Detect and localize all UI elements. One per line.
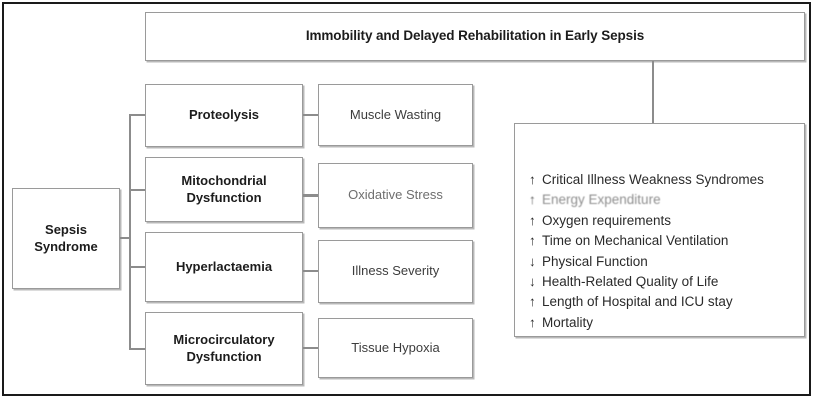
outcome-item: ↑ Mortality: [529, 313, 804, 333]
outcome-label: Physical Function: [542, 253, 648, 269]
arrow-up-icon: ↑: [529, 314, 536, 330]
connector-bracket-arm-3: [129, 266, 146, 268]
arrow-up-icon: ↑: [529, 192, 536, 208]
outcome-label: Mortality: [542, 314, 594, 330]
outcome-item: ↑ Length of Hospital and ICU stay: [529, 292, 804, 312]
consequence-box-oxidative-stress: Oxidative Stress: [318, 163, 473, 228]
connector-mechanism-4-to-consequence-4: [303, 347, 319, 349]
mechanism-box-microcirculatory-dysfunction: Microcirculatory Dysfunction: [145, 312, 303, 385]
connector-mechanism-2-to-consequence-2: [303, 194, 319, 197]
mechanism-label: Microcirculatory Dysfunction: [173, 332, 275, 364]
consequence-label: Oxidative Stress: [348, 187, 443, 203]
figure-title-text: Immobility and Delayed Rehabilitation in…: [305, 28, 645, 44]
connector-sepsis-stub: [120, 237, 130, 239]
mechanism-box-hyperlactaemia: Hyperlactaemia: [145, 232, 303, 302]
connector-bracket-arm-1: [129, 114, 146, 116]
consequence-box-tissue-hypoxia: Tissue Hypoxia: [318, 318, 473, 378]
outcome-label: Length of Hospital and ICU stay: [542, 294, 733, 310]
outcome-label: Oxygen requirements: [542, 212, 672, 228]
outcome-item: ↑ Time on Mechanical Ventilation: [529, 231, 804, 251]
outcomes-list: ↑ Critical Illness Weakness Syndromes ↑ Ene…: [515, 124, 804, 333]
outcome-label: Health-Related Quality of Life: [542, 274, 719, 290]
connector-bracket-arm-4: [129, 348, 146, 350]
connector-bracket-spine: [129, 114, 131, 349]
mechanism-label: Mitochondrial Dysfunction: [181, 173, 267, 205]
arrow-down-icon: ↓: [529, 253, 536, 269]
outcome-item: ↓ Health-Related Quality of Life: [529, 272, 804, 292]
outcome-item: ↑ Oxygen requirements: [529, 211, 804, 231]
arrow-up-icon: ↑: [529, 233, 536, 249]
mechanism-label: Hyperlactaemia: [175, 258, 273, 274]
connector-bracket-arm-2: [129, 189, 146, 191]
consequence-box-illness-severity: Illness Severity: [318, 240, 473, 303]
connector-mechanism-3-to-consequence-3: [303, 270, 319, 272]
consequence-label: Illness Severity: [351, 263, 440, 279]
outcome-label: Critical Illness Weakness Syndromes: [542, 172, 764, 187]
figure-title-box: Immobility and Delayed Rehabilitation in…: [145, 12, 805, 61]
arrow-up-icon: ↑: [529, 172, 536, 187]
arrow-down-icon: ↓: [529, 274, 536, 290]
outcome-item: ↑ Critical Illness Weakness Syndromes: [529, 170, 804, 190]
connector-title-to-outcomes: [652, 61, 654, 123]
arrow-up-icon: ↑: [529, 212, 536, 228]
mechanism-box-proteolysis: Proteolysis: [145, 84, 303, 147]
consequence-box-muscle-wasting: Muscle Wasting: [318, 84, 473, 146]
connector-mechanism-1-to-consequence-1: [303, 114, 319, 116]
mechanism-label: Proteolysis: [188, 107, 260, 123]
mechanism-box-mitochondrial-dysfunction: Mitochondrial Dysfunction: [145, 157, 303, 222]
outcomes-panel: ↑ Critical Illness Weakness Syndromes ↑ Ene…: [514, 123, 805, 337]
arrow-up-icon: ↑: [529, 294, 536, 310]
outcome-item: ↓ Physical Function: [529, 252, 804, 272]
consequence-label: Muscle Wasting: [349, 106, 442, 122]
outcome-label: Energy Expenditure: [542, 192, 661, 208]
consequence-label: Tissue Hypoxia: [351, 339, 440, 355]
outcome-label: Time on Mechanical Ventilation: [542, 233, 729, 249]
outcome-item: ↑ Energy Expenditure: [529, 190, 804, 210]
